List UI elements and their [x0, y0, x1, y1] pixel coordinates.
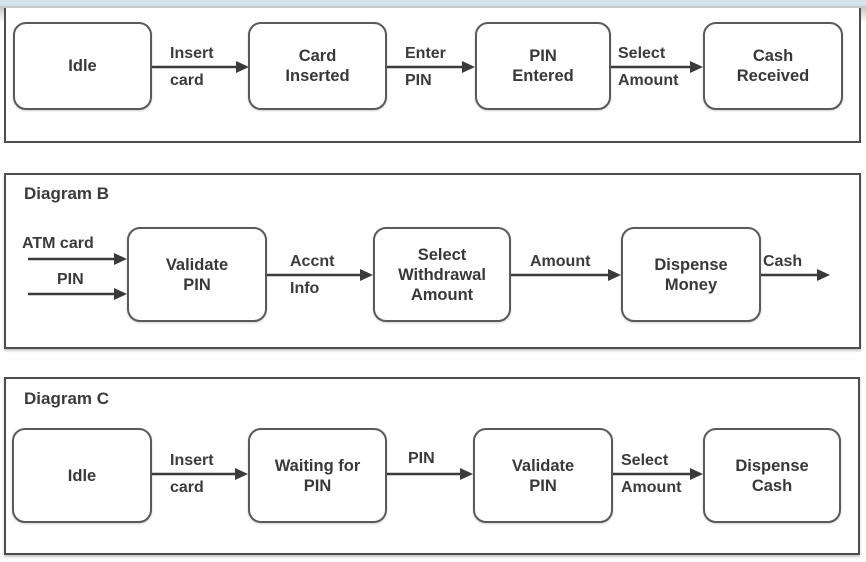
input-label-text: ATM card [22, 235, 94, 252]
panel-b-title: Diagram B [24, 184, 110, 203]
transition-label-top: Enter [405, 45, 446, 62]
state-cash-received: Cash Received [703, 22, 843, 110]
process-label: Money [664, 275, 718, 294]
transition-insert-card-a: Insert card [170, 44, 214, 90]
transition-label-bottom: Amount [621, 479, 682, 496]
output-label-cash: Cash [763, 252, 802, 271]
transition-label-bottom: card [170, 72, 204, 89]
state-label: PIN [529, 476, 557, 495]
process-validate-pin-b: Validate PIN [127, 227, 267, 322]
input-label-pin: PIN [57, 270, 84, 289]
process-label: Withdrawal [398, 265, 486, 284]
window-top-strip [0, 0, 866, 6]
process-select-withdrawal-amount: Select Withdrawal Amount [373, 227, 511, 322]
output-label-text: Cash [763, 253, 803, 270]
flow-label-bottom: Info [290, 280, 320, 297]
state-label: Waiting for [274, 456, 361, 475]
state-label: Cash [752, 47, 794, 65]
state-label: Cash [751, 476, 793, 495]
transition-select-amount-c: Select Amount [621, 451, 681, 497]
state-idle-a: Idle [13, 22, 152, 110]
transition-label-bottom: Amount [618, 72, 679, 89]
transition-select-amount-a: Select Amount [618, 44, 678, 90]
state-dispense-cash: Dispense Cash [703, 428, 841, 523]
transition-label-top: Insert [170, 452, 214, 469]
input-label-atm-card: ATM card [22, 234, 94, 253]
state-label: Dispense [735, 456, 809, 475]
state-idle-c: Idle [12, 428, 152, 523]
state-label: PIN [303, 476, 332, 495]
transition-insert-card-c: Insert card [170, 451, 214, 497]
flow-amount: Amount [530, 252, 590, 271]
transition-pin-c: PIN [408, 449, 435, 468]
transition-label-top: Select [618, 45, 666, 62]
state-label: Validate [511, 456, 575, 475]
input-label-text: PIN [57, 271, 84, 288]
flow-label-top: Accnt [290, 253, 335, 270]
flow-label-top: Amount [530, 253, 591, 270]
state-label: Inserted [285, 67, 350, 85]
transition-label-bottom: card [170, 479, 204, 496]
transition-enter-pin: Enter PIN [405, 44, 446, 90]
state-label: Idle [68, 57, 97, 75]
state-label: Idle [67, 466, 97, 485]
transition-label-top: PIN [408, 450, 435, 467]
state-pin-entered: PIN Entered [475, 22, 611, 110]
state-label: Received [736, 67, 810, 85]
flow-accnt-info: Accnt Info [290, 252, 334, 298]
state-label: PIN [529, 47, 557, 65]
process-dispense-money: Dispense Money [621, 227, 761, 322]
state-label: Entered [512, 67, 574, 85]
state-label: Card [298, 47, 337, 65]
panel-c-title: Diagram C [24, 389, 110, 408]
process-label: Dispense [654, 255, 728, 274]
transition-label-top: Select [621, 452, 669, 469]
process-label: Select [417, 245, 467, 264]
process-label: PIN [183, 275, 211, 294]
transition-label-top: Insert [170, 45, 214, 62]
process-label: Amount [410, 285, 474, 304]
state-card-inserted: Card Inserted [248, 22, 387, 110]
state-waiting-for-pin: Waiting for PIN [248, 428, 387, 523]
transition-label-bottom: PIN [405, 72, 432, 89]
state-validate-pin-c: Validate PIN [473, 428, 613, 523]
process-label: Validate [165, 255, 229, 274]
